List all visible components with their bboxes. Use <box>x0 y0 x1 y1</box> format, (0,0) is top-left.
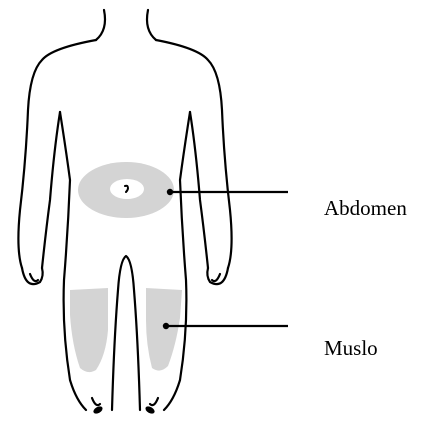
left-knee-mark <box>144 405 156 415</box>
left-hand <box>22 268 43 284</box>
left-inner-arm <box>42 112 60 268</box>
right-thigh-injection-zone <box>70 288 108 372</box>
right-inner-arm <box>190 112 208 268</box>
injection-zones <box>70 162 182 372</box>
inner-legs <box>112 256 140 410</box>
abdomen-leader-dot <box>167 189 173 195</box>
left-shoulder-arm <box>18 40 96 268</box>
right-knee <box>92 398 100 405</box>
thigh-leader-dot <box>163 323 169 329</box>
left-thigh-injection-zone <box>146 288 182 371</box>
abdomen-label: Abdomen <box>324 198 407 219</box>
knee-marks <box>92 405 156 415</box>
right-shoulder-arm <box>156 40 232 268</box>
thigh-label: Muslo <box>324 338 378 359</box>
right-hand <box>207 268 228 284</box>
left-knee <box>150 398 158 405</box>
right-knee-mark <box>92 405 104 415</box>
neck-left <box>96 10 105 40</box>
neck-right <box>147 10 156 40</box>
